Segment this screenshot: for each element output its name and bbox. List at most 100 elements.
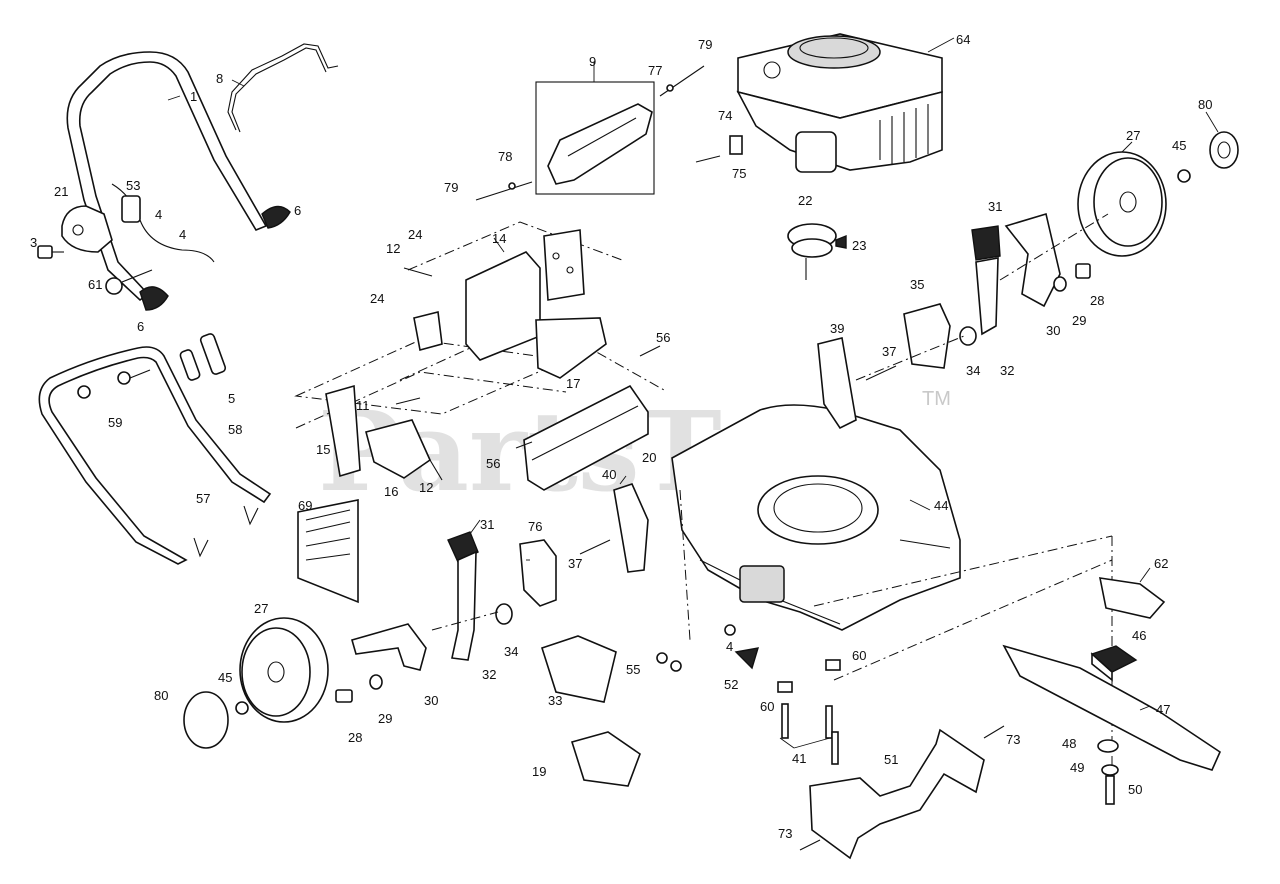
part-lower-handle[interactable] xyxy=(38,346,272,565)
callout-27-right: 27 xyxy=(1126,128,1140,143)
part-pulley-adapter[interactable] xyxy=(787,223,837,280)
part-baffle-51[interactable] xyxy=(809,728,985,860)
part-pin-77[interactable] xyxy=(659,65,705,97)
callout-14: 14 xyxy=(492,231,506,246)
part-handle-knob-left[interactable] xyxy=(139,286,169,311)
part-spacer-34-right[interactable] xyxy=(959,326,977,346)
part-screw-12-lower[interactable] xyxy=(429,459,443,481)
part-handle-bolt-59[interactable] xyxy=(77,369,151,399)
part-engine[interactable] xyxy=(736,33,943,173)
callout-16: 16 xyxy=(384,484,398,499)
part-screw-56-lower[interactable] xyxy=(515,441,533,449)
part-wheel-bolt-28-right[interactable] xyxy=(1075,263,1091,279)
callout-19: 19 xyxy=(532,764,546,779)
part-screw-37-right[interactable] xyxy=(865,365,897,381)
part-key-23[interactable] xyxy=(835,234,847,249)
callout-5: 5 xyxy=(228,391,235,406)
part-nut-55[interactable] xyxy=(656,652,682,672)
part-cover-52[interactable] xyxy=(734,647,759,670)
part-lever-plate-35[interactable] xyxy=(903,303,951,369)
part-screw-12-upper[interactable] xyxy=(403,267,433,277)
callout-28-right: 28 xyxy=(1090,293,1104,308)
part-mulch-cover-19[interactable] xyxy=(570,731,641,787)
callout-76: 76 xyxy=(528,519,542,534)
part-screw-37-left[interactable] xyxy=(579,539,611,555)
callout-64: 64 xyxy=(956,32,970,47)
callout-24-upper: 24 xyxy=(408,227,422,242)
part-bolt-3[interactable] xyxy=(37,245,64,259)
part-side-chute[interactable] xyxy=(523,384,649,491)
part-screw-73-upper[interactable] xyxy=(983,725,1005,739)
part-mower-deck[interactable] xyxy=(671,404,961,631)
part-engine-cable[interactable] xyxy=(111,183,215,263)
part-axle-bracket-30-left[interactable] xyxy=(351,623,427,671)
part-washer-29-left[interactable] xyxy=(369,674,383,690)
part-nut-4-deck[interactable] xyxy=(724,624,736,636)
part-washer-49[interactable] xyxy=(1101,764,1119,776)
part-rear-flap-box xyxy=(535,81,655,195)
part-pin-78[interactable] xyxy=(475,181,533,201)
callout-1: 1 xyxy=(190,89,197,104)
part-blade-bolt-50[interactable] xyxy=(1105,775,1115,805)
part-grass-bag[interactable] xyxy=(297,499,359,604)
callout-56-upper: 56 xyxy=(656,330,670,345)
part-engine-bracket-74[interactable] xyxy=(729,135,743,155)
part-axle-bracket-30-right[interactable] xyxy=(1004,212,1061,308)
part-cable-guide-bracket[interactable] xyxy=(61,205,113,253)
part-pivot-bracket-15[interactable] xyxy=(325,384,361,478)
part-bolt-41[interactable] xyxy=(781,703,839,765)
part-clip-60-lower[interactable] xyxy=(777,681,793,693)
callout-21: 21 xyxy=(54,184,68,199)
part-bracket-24-upper[interactable] xyxy=(413,311,443,352)
part-wheel-bolt-28-left[interactable] xyxy=(335,689,353,703)
callout-37-right: 37 xyxy=(882,344,896,359)
part-height-bracket-39[interactable] xyxy=(817,337,857,430)
part-spacer-34-left[interactable] xyxy=(495,603,513,625)
callout-62: 62 xyxy=(1154,556,1168,571)
part-blade-47[interactable] xyxy=(1002,644,1222,771)
part-upper-handle[interactable] xyxy=(66,51,268,302)
callout-79-left: 79 xyxy=(444,180,458,195)
part-clip-60-upper[interactable] xyxy=(825,659,841,671)
part-handle-knob-top[interactable] xyxy=(261,205,291,229)
part-handle-bolt-5[interactable] xyxy=(179,333,227,381)
part-washer-48[interactable] xyxy=(1097,739,1119,753)
part-screw-75[interactable] xyxy=(695,155,721,163)
part-rear-door-16[interactable] xyxy=(365,419,432,479)
callout-79-top: 79 xyxy=(698,37,712,52)
part-screw-73-lower[interactable] xyxy=(799,839,821,851)
callout-labels: 1 3 4 4 4 5 6 6 8 9 11 12 12 14 15 16 17… xyxy=(30,32,1212,841)
part-mulch-plug-33[interactable] xyxy=(540,635,617,703)
part-wheel-left[interactable] xyxy=(239,617,329,723)
callout-4-bracket: 4 xyxy=(179,227,186,242)
part-washer-29-right[interactable] xyxy=(1053,276,1067,292)
part-height-bracket-40[interactable] xyxy=(613,483,649,573)
callout-28-left: 28 xyxy=(348,730,362,745)
part-screw-11[interactable] xyxy=(395,397,421,405)
part-cable-clips[interactable] xyxy=(193,505,259,558)
part-control-bail[interactable] xyxy=(227,43,339,133)
part-rear-flap[interactable] xyxy=(547,103,653,185)
callout-40: 40 xyxy=(602,467,616,482)
part-lever-bracket-76[interactable] xyxy=(519,539,557,607)
callout-75: 75 xyxy=(732,166,746,181)
part-hub-cap-80-right[interactable] xyxy=(1209,131,1239,169)
part-hub-cap-80-left[interactable] xyxy=(183,691,229,749)
part-wheel-nut-45-left[interactable] xyxy=(235,701,249,715)
callout-56-lower: 56 xyxy=(486,456,500,471)
part-wheel-lever-right[interactable] xyxy=(971,225,1001,336)
callout-11: 11 xyxy=(356,398,370,413)
part-wheel-lever-left[interactable] xyxy=(447,531,479,661)
callout-59: 59 xyxy=(108,415,122,430)
part-eye-bolt[interactable] xyxy=(105,269,153,295)
part-wheel-right[interactable] xyxy=(1077,151,1167,257)
part-blade-adapter-62[interactable] xyxy=(1098,577,1166,619)
part-wheel-nut-45-right[interactable] xyxy=(1177,169,1191,183)
part-screw-56-upper[interactable] xyxy=(639,345,661,357)
callout-41: 41 xyxy=(792,751,806,766)
part-deflector-17[interactable] xyxy=(535,317,607,379)
callout-50: 50 xyxy=(1128,782,1142,797)
callout-3: 3 xyxy=(30,235,37,250)
part-blade-adapter-46[interactable] xyxy=(1090,645,1138,682)
callout-34-right: 34 xyxy=(966,363,980,378)
